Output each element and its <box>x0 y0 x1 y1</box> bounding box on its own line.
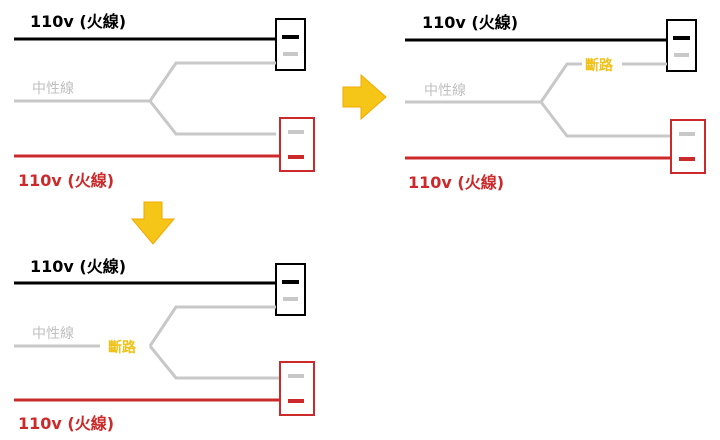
terminal-neutral <box>674 53 689 57</box>
neutral-branch-lower <box>148 345 280 380</box>
terminal-black <box>673 36 690 40</box>
terminal-neutral <box>288 374 304 378</box>
live-bottom-label: 110v (火線) <box>18 414 114 433</box>
live-top-label: 110v (火線) <box>30 12 126 31</box>
switch-box-red <box>279 361 315 416</box>
neutral-branch-upper <box>148 61 276 102</box>
break-label: 斷路 <box>108 339 137 356</box>
arrow-down-icon <box>130 201 176 245</box>
terminal-black <box>282 280 299 284</box>
terminal-neutral <box>283 52 298 56</box>
terminal-red <box>679 157 695 161</box>
live-bottom-label: 110v (火線) <box>408 173 504 192</box>
break-label: 斷路 <box>585 57 614 74</box>
switch-box-black <box>275 263 306 316</box>
terminal-neutral <box>288 130 304 134</box>
arrow-right-icon <box>342 73 387 121</box>
terminal-black <box>282 35 299 39</box>
panel-top-left: 110v (火線) 中性線 110v (火線) <box>14 12 315 190</box>
terminal-neutral <box>679 132 695 136</box>
panel-top-right: 110v (火線) 中性線 斷路 110v (火線) <box>405 13 706 192</box>
terminal-neutral <box>283 297 298 301</box>
neutral-branch-upper <box>148 305 276 347</box>
neutral-label: 中性線 <box>32 81 74 97</box>
terminal-red <box>288 155 304 159</box>
live-top-label: 110v (火線) <box>422 13 518 32</box>
switch-box-black <box>666 19 697 72</box>
switch-box-red <box>670 119 706 174</box>
neutral-branch-lower <box>148 100 276 136</box>
live-top-label: 110v (火線) <box>30 257 126 276</box>
neutral-label: 中性線 <box>32 326 74 342</box>
panel-bottom-left: 110v (火線) 中性線 斷路 110v (火線) <box>14 257 315 433</box>
neutral-label: 中性線 <box>424 83 466 99</box>
terminal-red <box>288 399 304 403</box>
switch-box-black <box>275 18 306 71</box>
switch-box-red <box>279 117 315 172</box>
live-bottom-label: 110v (火線) <box>18 171 114 190</box>
neutral-branch-upper <box>539 62 582 103</box>
neutral-branch-lower <box>539 101 671 138</box>
